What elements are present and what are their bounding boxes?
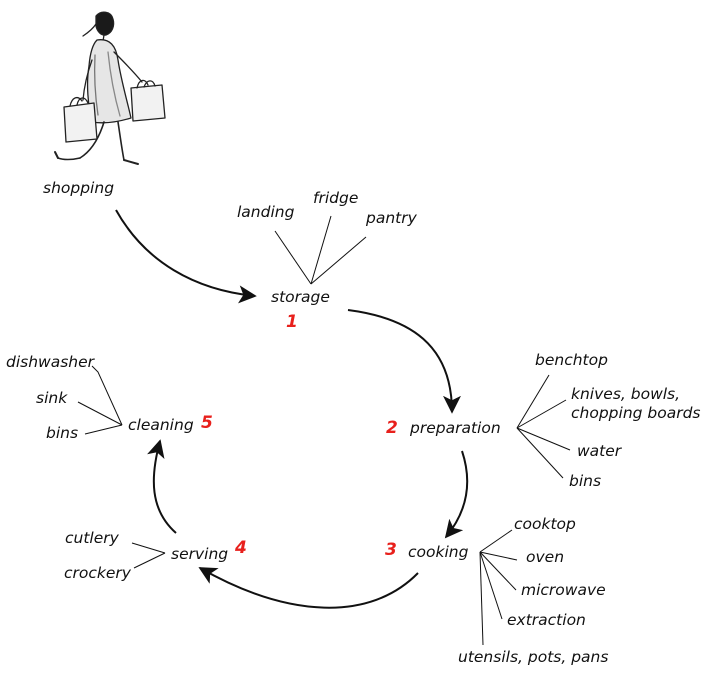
- step-number-cooking: 3: [385, 540, 397, 560]
- preparation-item-water: water: [577, 442, 622, 460]
- connector-lines: [77, 215, 571, 646]
- stage-cooking: cooking: [408, 543, 469, 561]
- cooking-item-cooktop: cooktop: [514, 515, 576, 533]
- storage-item-landing: landing: [237, 203, 295, 221]
- step-number-storage: 1: [286, 312, 298, 332]
- stage-storage: storage: [271, 288, 330, 306]
- stage-shopping: shopping: [43, 179, 115, 197]
- preparation-item-benchtop: benchtop: [535, 351, 608, 369]
- arrow-preparation-to-cooking: [444, 450, 469, 539]
- stage-cleaning: cleaning: [128, 416, 194, 434]
- step-number-cleaning: 5: [201, 413, 213, 433]
- preparation-item-knives-bowls-boards: knives, bowls, chopping boards: [571, 385, 701, 422]
- arrow-serving-to-cleaning: [147, 439, 177, 534]
- step-number-preparation: 2: [386, 418, 398, 438]
- cooking-item-extraction: extraction: [507, 611, 586, 629]
- serving-item-crockery: crockery: [64, 564, 131, 582]
- cooking-item-utensils-pots-pans: utensils, pots, pans: [458, 648, 609, 666]
- step-number-serving: 4: [235, 538, 247, 558]
- cleaning-item-dishwasher: dishwasher: [6, 353, 95, 371]
- arrow-shopping-to-storage: [115, 209, 257, 304]
- stage-serving: serving: [171, 545, 229, 563]
- shopper-illustration-icon: [54, 11, 166, 165]
- cleaning-item-bins: bins: [46, 424, 79, 442]
- stage-preparation: preparation: [410, 419, 501, 437]
- cooking-item-microwave: microwave: [521, 581, 606, 599]
- preparation-item-bins: bins: [569, 472, 602, 490]
- storage-item-fridge: fridge: [313, 189, 359, 207]
- storage-item-pantry: pantry: [366, 209, 417, 227]
- arrow-storage-to-preparation: [347, 309, 461, 414]
- arrow-cooking-to-serving: [198, 567, 419, 609]
- cooking-item-oven: oven: [526, 548, 565, 566]
- serving-item-cutlery: cutlery: [65, 529, 119, 547]
- workflow-arrows: [115, 209, 469, 609]
- cleaning-item-sink: sink: [36, 389, 68, 407]
